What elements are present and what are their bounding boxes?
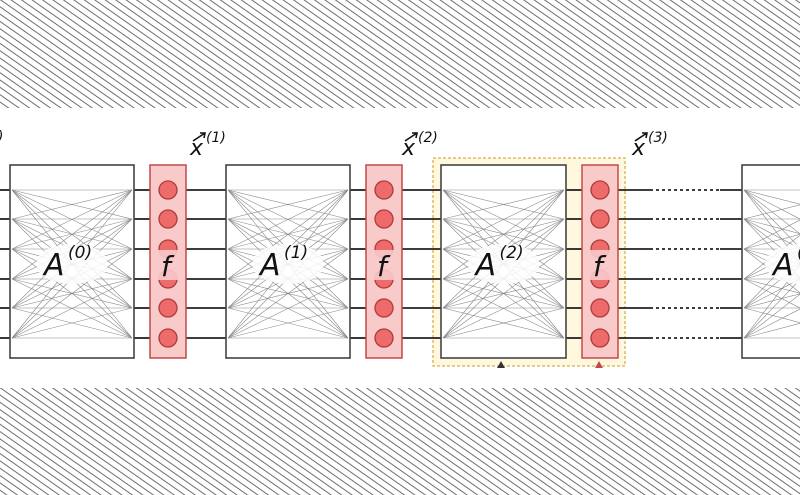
activation-layer-1: f	[149, 164, 187, 359]
matrix-label: A	[258, 248, 281, 283]
vector-labels: ) x (1) x (2) x (3)	[0, 129, 668, 161]
matrix-layer-0: A(0)	[9, 164, 135, 359]
vector-label-1: x (1)	[189, 130, 226, 161]
vector-arrow-icon	[404, 132, 418, 142]
matrix-superscript: (3)	[797, 243, 800, 263]
matrix-label: A	[42, 248, 65, 283]
matrix-layer-1: A(1)	[225, 164, 351, 359]
svg-text:(3): (3)	[648, 130, 668, 146]
activation-layer-2: f	[365, 164, 403, 359]
svg-text:(1): (1)	[206, 130, 226, 146]
matrix-superscript: (0)	[68, 243, 92, 263]
edge-super-label: )	[0, 129, 3, 145]
highlight-markers	[497, 361, 603, 368]
neuron-node	[158, 298, 178, 318]
svg-text:x: x	[631, 136, 646, 161]
neuron-node	[374, 180, 394, 200]
neuron-node	[590, 180, 610, 200]
svg-text:(2): (2)	[418, 130, 438, 146]
neuron-node	[590, 298, 610, 318]
matrix-label: A	[474, 248, 497, 283]
matrix-label: A	[771, 248, 794, 283]
neuron-node	[158, 180, 178, 200]
hatched-background-top	[0, 0, 800, 108]
matrix-layer-2: A(2)	[440, 164, 567, 359]
triangle-marker-icon	[497, 361, 505, 368]
neuron-node	[374, 209, 394, 229]
neuron-node	[158, 209, 178, 229]
vector-label-3: x (3)	[631, 130, 668, 161]
neuron-node	[374, 298, 394, 318]
connection-wires	[0, 189, 742, 339]
vector-arrow-icon	[192, 132, 206, 142]
matrix-layer-3: A(3)	[741, 164, 800, 359]
triangle-marker-icon	[595, 361, 603, 368]
connection-mesh	[442, 189, 565, 339]
matrix-superscript: (2)	[500, 243, 524, 263]
connection-mesh	[743, 189, 800, 339]
vector-arrow-icon	[634, 132, 648, 142]
activation-layer-3: f	[581, 164, 619, 359]
svg-text:x: x	[189, 136, 204, 161]
neuron-node	[590, 209, 610, 229]
svg-text:x: x	[401, 136, 416, 161]
neuron-node	[590, 328, 610, 348]
neuron-node	[374, 328, 394, 348]
neuron-node	[158, 328, 178, 348]
matrix-layers: A(0)A(1)A(2)A(3)	[9, 164, 800, 359]
matrix-superscript: (1)	[284, 243, 308, 263]
vector-label-2: x (2)	[401, 130, 438, 161]
hatched-background-bottom	[0, 388, 800, 495]
